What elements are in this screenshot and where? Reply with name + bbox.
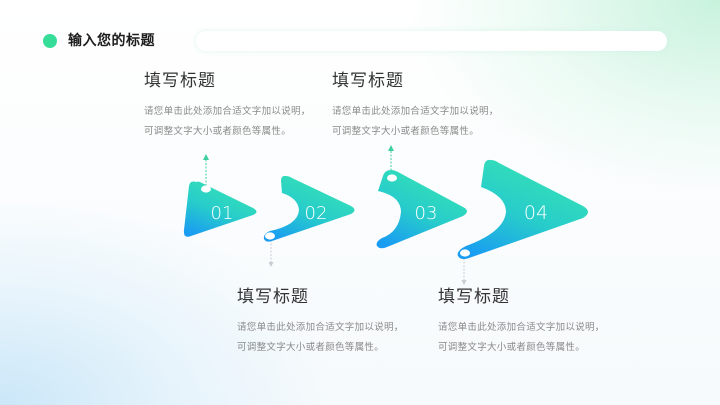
step-3-arrow-shape[interactable]: 03	[376, 170, 467, 249]
header-bar	[196, 31, 667, 51]
page-title: 输入您的标题	[68, 33, 155, 49]
step-2-connector-down-arrow	[268, 240, 274, 267]
step-2-desc-line2: 可调整文字大小或者颜色等属性。	[237, 342, 385, 353]
header-dot-icon	[43, 34, 57, 48]
step-4-desc[interactable]: 请您单击此处添加合适文字加以说明， 可调整文字大小或者颜色等属性。	[438, 318, 605, 358]
step-1-number: 01	[211, 203, 234, 224]
step-1-arrow-shape[interactable]: 01	[183, 181, 257, 237]
step-4-arrow-shape[interactable]: 04	[457, 159, 588, 260]
step-1-text: 填写标题 请您单击此处添加合适文字加以说明， 可调整文字大小或者颜色等属性。	[144, 70, 311, 142]
step-1-hole-icon	[201, 185, 211, 193]
step-1-desc-line1: 请您单击此处添加合适文字加以说明，	[144, 106, 311, 117]
step-2-arrow-shape[interactable]: 02	[263, 175, 355, 242]
step-2-desc[interactable]: 请您单击此处添加合适文字加以说明， 可调整文字大小或者颜色等属性。	[237, 318, 404, 358]
step-2-text: 填写标题 请您单击此处添加合适文字加以说明， 可调整文字大小或者颜色等属性。	[237, 286, 404, 358]
step-3-desc[interactable]: 请您单击此处添加合适文字加以说明， 可调整文字大小或者颜色等属性。	[332, 102, 499, 142]
step-2-hole-icon	[265, 232, 275, 240]
step-3-connector-up-arrow	[388, 145, 394, 174]
step-1-desc[interactable]: 请您单击此处添加合适文字加以说明， 可调整文字大小或者颜色等属性。	[144, 102, 311, 142]
step-4-connector-down-arrow	[461, 258, 467, 285]
step-1-title[interactable]: 填写标题	[144, 71, 216, 91]
step-4-hole-icon	[460, 249, 470, 257]
step-2-title[interactable]: 填写标题	[237, 287, 309, 307]
step-4-number: 04	[524, 202, 548, 224]
step-3-title[interactable]: 填写标题	[332, 71, 404, 91]
step-4-desc-line1: 请您单击此处添加合适文字加以说明，	[438, 322, 605, 333]
step-2-number: 02	[305, 203, 328, 224]
step-2-desc-line1: 请您单击此处添加合适文字加以说明，	[237, 322, 404, 333]
step-4-title[interactable]: 填写标题	[438, 287, 510, 307]
step-1-connector-up-arrow	[203, 154, 209, 186]
step-3-desc-line2: 可调整文字大小或者颜色等属性。	[332, 126, 480, 137]
step-3-text: 填写标题 请您单击此处添加合适文字加以说明， 可调整文字大小或者颜色等属性。	[332, 70, 499, 142]
step-3-number: 03	[415, 203, 438, 224]
step-1-desc-line2: 可调整文字大小或者颜色等属性。	[144, 126, 292, 137]
step-3-desc-line1: 请您单击此处添加合适文字加以说明，	[332, 106, 499, 117]
step-4-text: 填写标题 请您单击此处添加合适文字加以说明， 可调整文字大小或者颜色等属性。	[438, 286, 605, 358]
step-4-desc-line2: 可调整文字大小或者颜色等属性。	[438, 342, 586, 353]
step-3-hole-icon	[387, 174, 397, 182]
